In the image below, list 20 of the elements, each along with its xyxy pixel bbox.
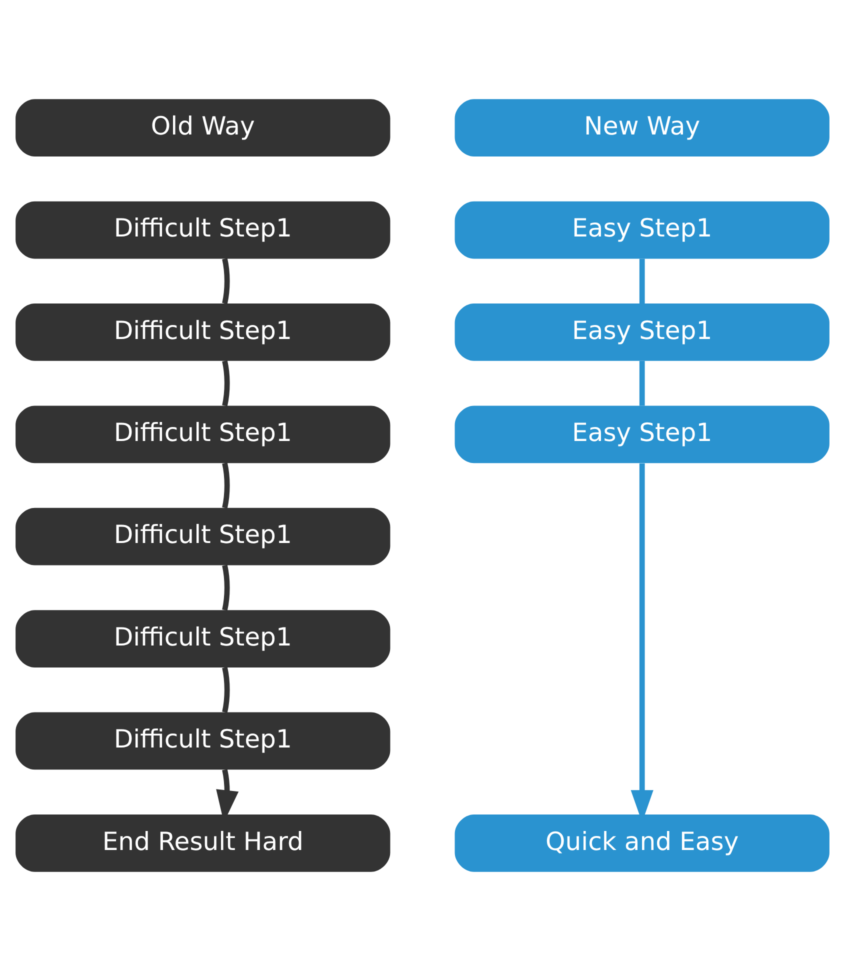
connector	[222, 564, 230, 611]
node-box: Difficult Step1	[16, 712, 390, 770]
node-box: Easy Step1	[454, 304, 830, 361]
node-box: Difficult Step1	[16, 610, 390, 668]
connector	[222, 258, 230, 304]
node-box: Difficult Step1	[16, 508, 390, 566]
node-box: Difficult Step1	[16, 201, 390, 259]
connector	[639, 360, 645, 406]
node-box: Difficult Step1	[16, 406, 390, 464]
connector	[222, 360, 230, 406]
connector	[222, 462, 230, 508]
node-box: New Way	[454, 99, 830, 157]
node-box: End Result Hard	[16, 814, 390, 872]
node-box: Difficult Step1	[16, 304, 390, 361]
node-box: Easy Step1	[454, 201, 830, 259]
connector	[639, 258, 645, 304]
node-box: Old Way	[16, 99, 390, 157]
node-box: Quick and Easy	[454, 814, 830, 872]
connector	[222, 666, 230, 713]
node-box: Easy Step1	[454, 406, 830, 464]
